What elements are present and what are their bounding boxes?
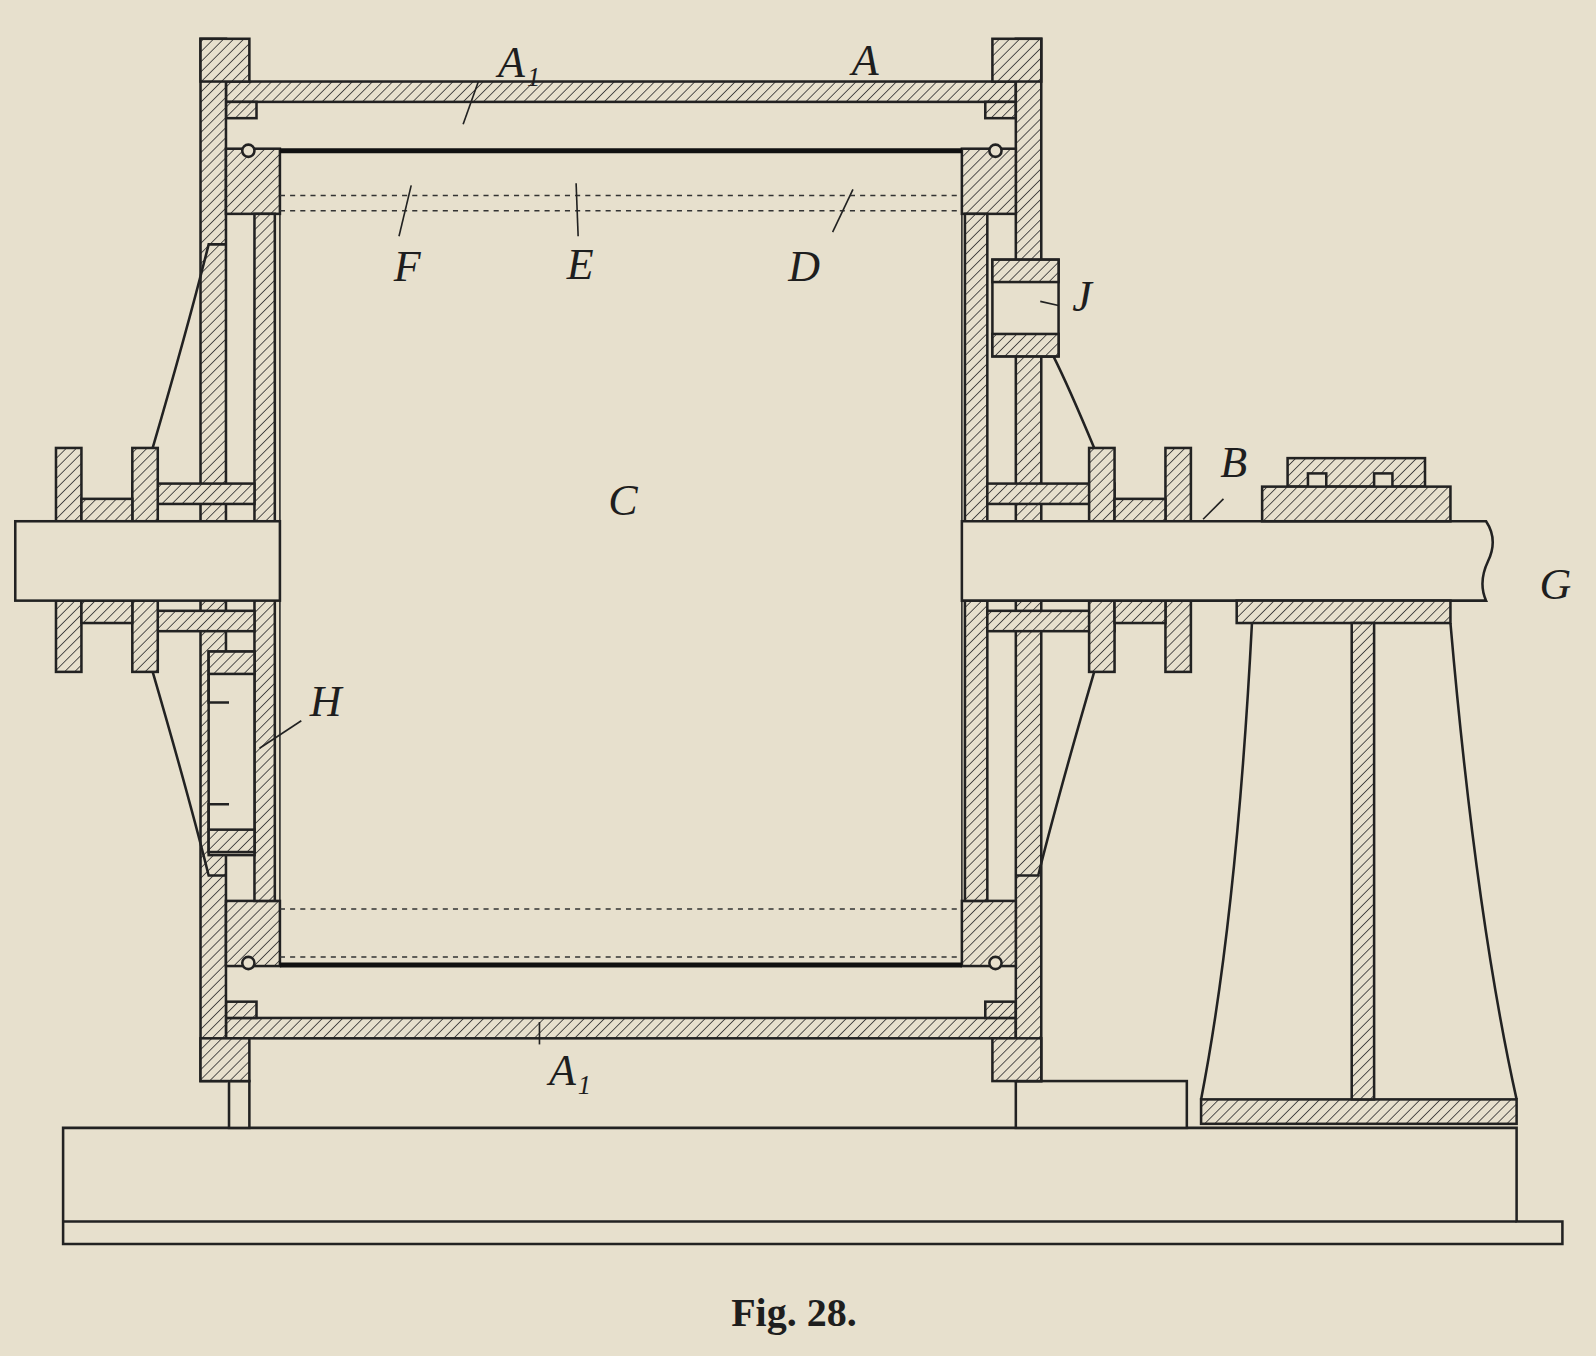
- part-letter: B: [1220, 441, 1247, 485]
- part-letter: C: [608, 479, 637, 523]
- figure-caption: Fig. 28.: [731, 1293, 857, 1333]
- part-letter: A₁: [549, 1049, 591, 1093]
- part-letter: D: [788, 245, 820, 289]
- part-letter: H: [310, 680, 342, 724]
- part-letter: A₁: [498, 41, 540, 85]
- part-letter: E: [567, 243, 594, 287]
- part-letter: F: [394, 245, 421, 289]
- part-letter: J: [1072, 275, 1092, 319]
- part-letter: G: [1539, 563, 1571, 607]
- part-letter: A: [852, 39, 879, 83]
